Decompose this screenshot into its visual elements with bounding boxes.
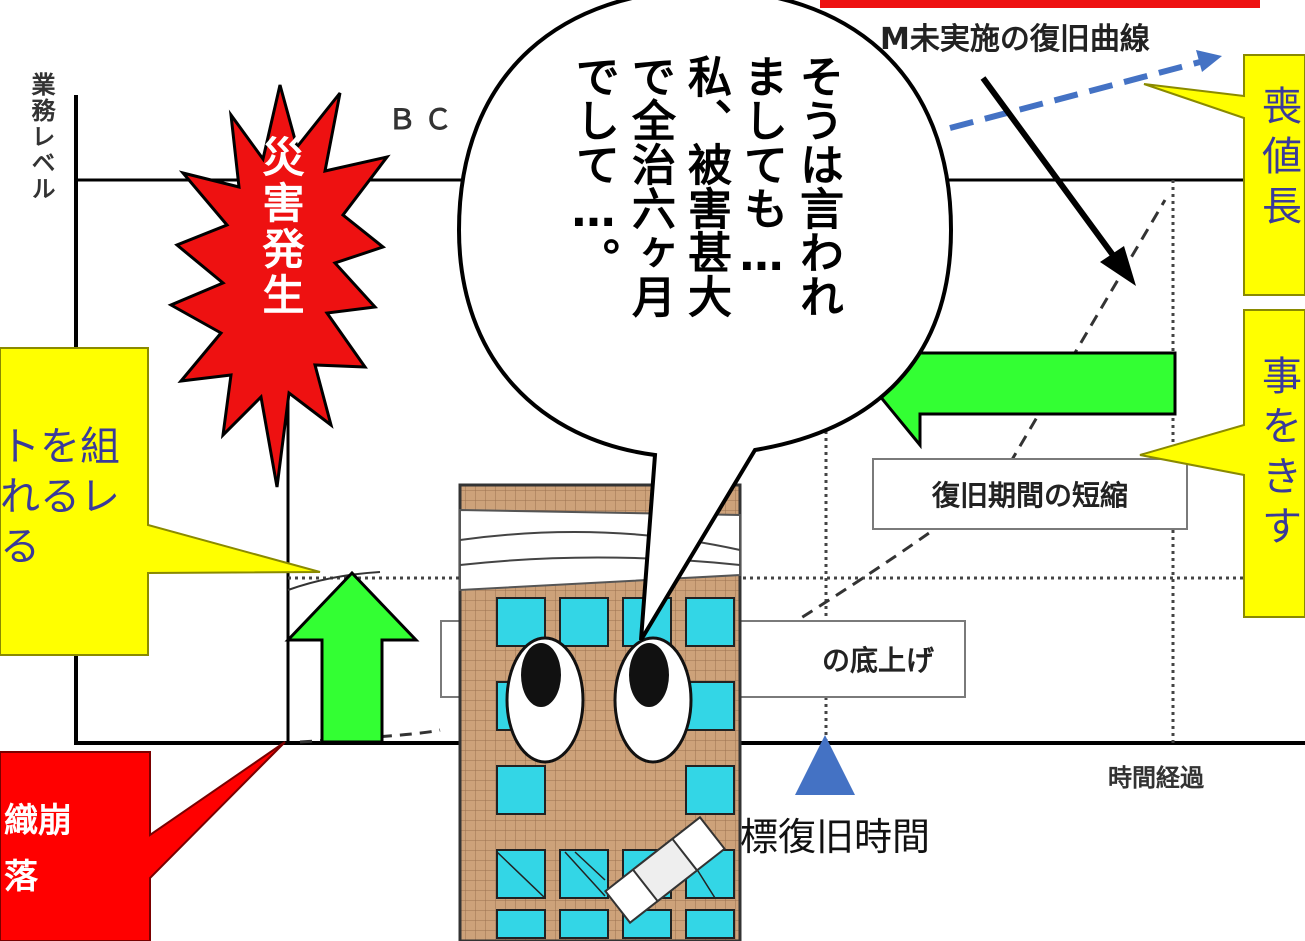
yellow-callout-left xyxy=(0,347,321,656)
speech-line-4: で全治六ヶ月 xyxy=(624,54,675,318)
y-axis-label: 業務レベル xyxy=(27,72,55,202)
shorten-recovery-label: 復旧期間の短縮 xyxy=(872,458,1188,530)
bandage-patch-icon xyxy=(604,815,726,925)
red-banner-top xyxy=(820,0,1260,8)
no-bcm-curve-label: M未実施の復旧曲線 xyxy=(880,22,1150,57)
speech-bubble-text: そうは言われ ましても… 私、被害甚大 で全治六ヶ月 でして…。 xyxy=(540,54,870,394)
speech-line-3: 私、被害甚大 xyxy=(680,54,731,318)
yellow-callout-top-right xyxy=(1143,54,1305,296)
building-character xyxy=(458,483,742,941)
red-callout-bottom-left xyxy=(0,741,286,941)
window-cracks xyxy=(496,851,716,899)
blue-arrow-head xyxy=(1196,50,1222,72)
speech-line-1: そうは言われ xyxy=(792,54,843,318)
x-axis-label: 時間経過 xyxy=(1108,764,1204,792)
callout-red-text: 織崩 落 xyxy=(4,801,72,897)
callout-mid-right-text: 事 を き す xyxy=(1262,354,1302,550)
bcm-curve-label: ＢＣ xyxy=(388,103,461,136)
disaster-burst-icon xyxy=(167,84,391,488)
speech-bubble xyxy=(456,0,954,642)
bcm-curve-start xyxy=(287,571,381,591)
black-arrow-head xyxy=(1100,246,1136,286)
callout-top-right-text: 喪 値 長 xyxy=(1262,84,1302,230)
disaster-label: 災害発生 xyxy=(256,135,305,319)
target-recovery-time-label: 標復旧時間 xyxy=(740,815,931,859)
yellow-callout-mid-right xyxy=(1139,309,1305,618)
blue-dashed-arrow-line xyxy=(949,59,1201,131)
black-arrow-line xyxy=(980,76,1121,264)
speech-line-5: でして…。 xyxy=(568,54,619,281)
green-up-arrow xyxy=(284,570,420,744)
callout-left-text: トを組 れるレ る xyxy=(0,424,120,570)
speech-line-2: ましても… xyxy=(736,54,787,281)
target-time-marker xyxy=(795,735,855,795)
